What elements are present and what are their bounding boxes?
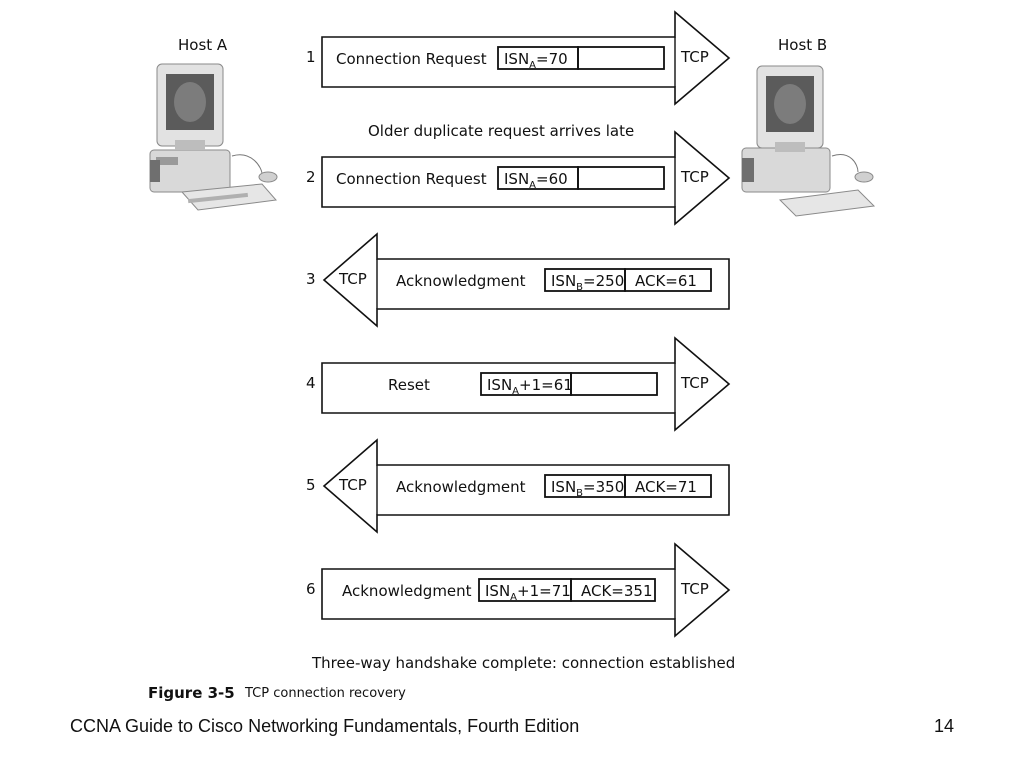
- segment-number: 2: [306, 168, 316, 186]
- footer-title: CCNA Guide to Cisco Networking Fundament…: [70, 716, 580, 736]
- host-a-computer-icon: [149, 63, 278, 211]
- host-b-label: Host B: [778, 36, 828, 54]
- segment-label: Acknowledgment: [396, 478, 526, 496]
- figure-caption: TCP connection recovery: [245, 686, 406, 701]
- segment-number: 5: [306, 476, 316, 494]
- segment-label: Connection Request: [336, 170, 487, 188]
- ack-field: [570, 372, 658, 396]
- ack-value: ACK=351: [581, 582, 653, 600]
- segment-number: 6: [306, 580, 316, 598]
- segment-label: Acknowledgment: [396, 272, 526, 290]
- ack-value: ACK=71: [635, 478, 697, 496]
- segment-number: 4: [306, 374, 316, 392]
- isn-value: ISNB=350: [551, 478, 624, 499]
- ack-field: [624, 474, 712, 498]
- segment-4: 4 TCP Reset ISNA+1=61: [306, 336, 731, 432]
- arrow-right-icon: [321, 336, 731, 432]
- segment-5: 5 TCP Acknowledgment ISNB=350 ACK=71: [306, 438, 730, 534]
- segment-label: Connection Request: [336, 50, 487, 68]
- isn-value: ISNB=250: [551, 272, 624, 293]
- ack-field: [624, 268, 712, 292]
- segment-2: 2 TCP Connection Request ISNA=60: [306, 130, 731, 226]
- late-request-note: Older duplicate request arrives late: [368, 122, 635, 140]
- segment-number: 3: [306, 270, 316, 288]
- segment-number: 1: [306, 48, 316, 66]
- figure-number: Figure 3-5: [148, 684, 235, 702]
- segment-label: Reset: [388, 376, 430, 394]
- protocol-label: TCP: [680, 48, 709, 66]
- isn-value: ISNA=70: [504, 50, 568, 71]
- arrow-right-icon: [321, 10, 731, 106]
- isn-value: ISNA+1=71: [485, 582, 571, 603]
- protocol-label: TCP: [338, 476, 367, 494]
- protocol-label: TCP: [680, 580, 709, 598]
- ack-field: [570, 578, 656, 602]
- ack-value: ACK=61: [635, 272, 697, 290]
- protocol-label: TCP: [338, 270, 367, 288]
- ack-field: [577, 46, 665, 70]
- arrow-left-icon: [322, 232, 730, 328]
- segment-3: 3 TCP Acknowledgment ISNB=250 ACK=61: [306, 232, 730, 328]
- arrow-right-icon: [321, 542, 731, 638]
- ack-field: [577, 166, 665, 190]
- arrow-right-icon: [321, 130, 731, 226]
- page-number: 14: [934, 716, 955, 736]
- protocol-label: TCP: [680, 168, 709, 186]
- segment-1: 1 TCP Connection Request ISNA=70: [306, 10, 731, 106]
- protocol-label: TCP: [680, 374, 709, 392]
- arrow-left-icon: [322, 438, 730, 534]
- isn-value: ISNA=60: [504, 170, 568, 191]
- segment-label: Acknowledgment: [342, 582, 472, 600]
- segment-6: 6 TCP Acknowledgment ISNA+1=71 ACK=351: [306, 542, 731, 638]
- host-b-computer-icon: [741, 65, 876, 217]
- isn-value: ISNA+1=61: [487, 376, 573, 397]
- host-a-label: Host A: [178, 36, 228, 54]
- handshake-complete-note: Three-way handshake complete: connection…: [312, 654, 736, 672]
